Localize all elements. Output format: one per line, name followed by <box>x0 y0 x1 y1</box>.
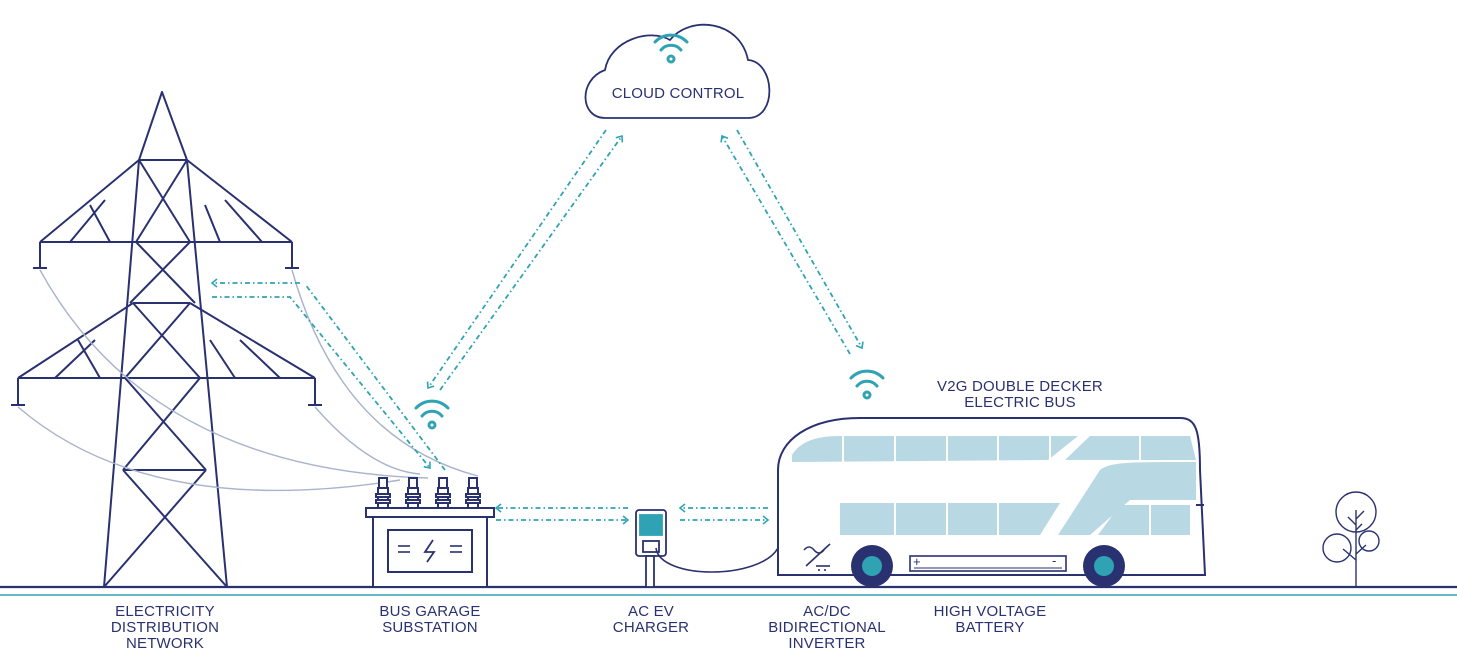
double-decker-bus <box>777 417 1207 587</box>
battery-label: HIGH VOLTAGE BATTERY <box>933 603 1047 636</box>
data-flow-arrows <box>210 129 864 525</box>
wifi-icon <box>414 399 450 430</box>
ac-dc-icon <box>803 543 831 571</box>
substation-transformer <box>365 477 495 588</box>
battery-minus: - <box>1052 553 1057 568</box>
ev-charger <box>635 509 667 588</box>
charging-cable <box>655 535 791 573</box>
wifi-icon <box>849 369 885 400</box>
cloud-control-label: CLOUD CONTROL <box>611 85 745 102</box>
bus-wheel <box>1083 545 1125 587</box>
cloud-icon <box>584 23 771 119</box>
bus-wheel <box>851 545 893 587</box>
charger-label: AC EV CHARGER <box>612 603 690 636</box>
wifi-icon <box>653 33 689 64</box>
substation-label: BUS GARAGE SUBSTATION <box>379 603 481 636</box>
bus-title: V2G DOUBLE DECKER ELECTRIC BUS <box>937 378 1103 411</box>
tree-icon <box>1322 491 1380 587</box>
ground-line <box>0 585 1457 596</box>
network-label: ELECTRICITY DISTRIBUTION NETWORK <box>110 603 220 652</box>
power-cables <box>17 269 479 492</box>
lightning-icon <box>423 539 436 563</box>
pylon-icon <box>11 91 322 588</box>
battery-plus: + <box>913 554 921 569</box>
inverter-label: AC/DC BIDIRECTIONAL INVERTER <box>768 603 886 652</box>
